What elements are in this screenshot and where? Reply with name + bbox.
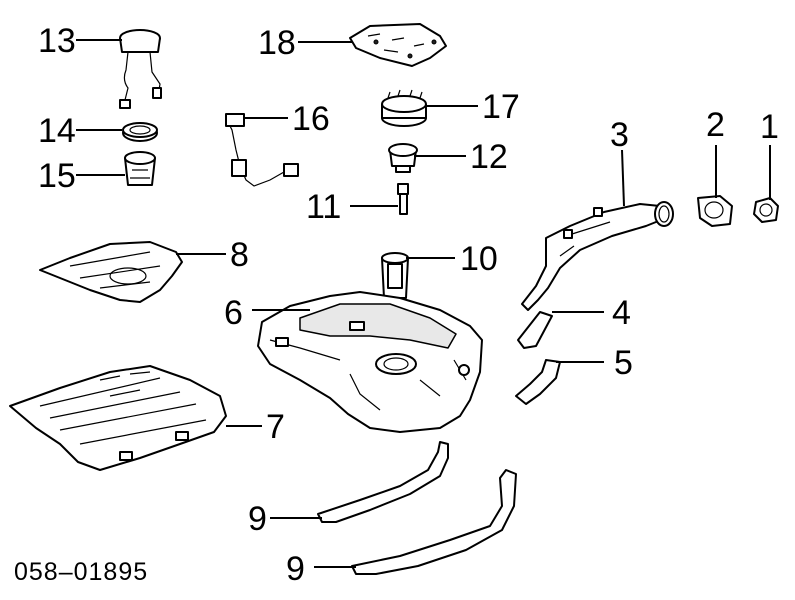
leader-lines — [76, 39, 771, 568]
part-2-filler-base — [697, 195, 733, 227]
callout-11: 11 — [306, 188, 341, 226]
diagram-code: 058–01895 — [14, 558, 148, 586]
callout-10: 10 — [460, 240, 498, 278]
part-4-hose — [517, 311, 553, 349]
part-16-sender-wiring — [225, 113, 299, 187]
part-8-heat-shield — [39, 241, 183, 303]
callout-15: 15 — [38, 157, 76, 195]
part-14-seal-ring — [122, 122, 158, 142]
callout-16: 16 — [292, 100, 330, 138]
callout-8: 8 — [230, 236, 249, 274]
part-3-filler-neck — [521, 201, 674, 311]
part-5-hose — [515, 359, 561, 405]
callout-9-lower: 9 — [286, 550, 305, 588]
callout-14: 14 — [38, 112, 76, 150]
part-18-protector-plate — [349, 23, 447, 67]
callout-13: 13 — [38, 22, 76, 60]
part-7-skid-plate — [9, 365, 227, 471]
callout-1: 1 — [760, 108, 779, 146]
part-10-fuel-filter — [381, 252, 409, 299]
part-6-fuel-tank — [257, 291, 483, 433]
callout-5: 5 — [614, 344, 633, 382]
callout-17: 17 — [482, 88, 520, 126]
part-11-small-valve — [397, 183, 409, 215]
part-9-tank-strap-upper — [317, 441, 449, 523]
callout-7: 7 — [266, 408, 285, 446]
part-1-fuel-cap — [753, 197, 779, 223]
callout-18: 18 — [258, 24, 296, 62]
part-15-filter — [124, 151, 156, 186]
part-13-fuel-pump-assembly — [119, 29, 162, 109]
callout-6: 6 — [224, 294, 243, 332]
callout-labels: 13 14 15 18 17 16 12 11 3 2 1 8 10 6 4 5… — [38, 22, 779, 588]
callout-2: 2 — [706, 106, 725, 144]
callout-3: 3 — [610, 116, 629, 154]
callout-9-upper: 9 — [248, 500, 267, 538]
part-12-valve — [388, 143, 418, 173]
part-9-tank-strap-lower — [351, 469, 517, 575]
callout-12: 12 — [470, 138, 508, 176]
part-17-lock-ring — [381, 89, 427, 127]
callout-4: 4 — [612, 294, 631, 332]
